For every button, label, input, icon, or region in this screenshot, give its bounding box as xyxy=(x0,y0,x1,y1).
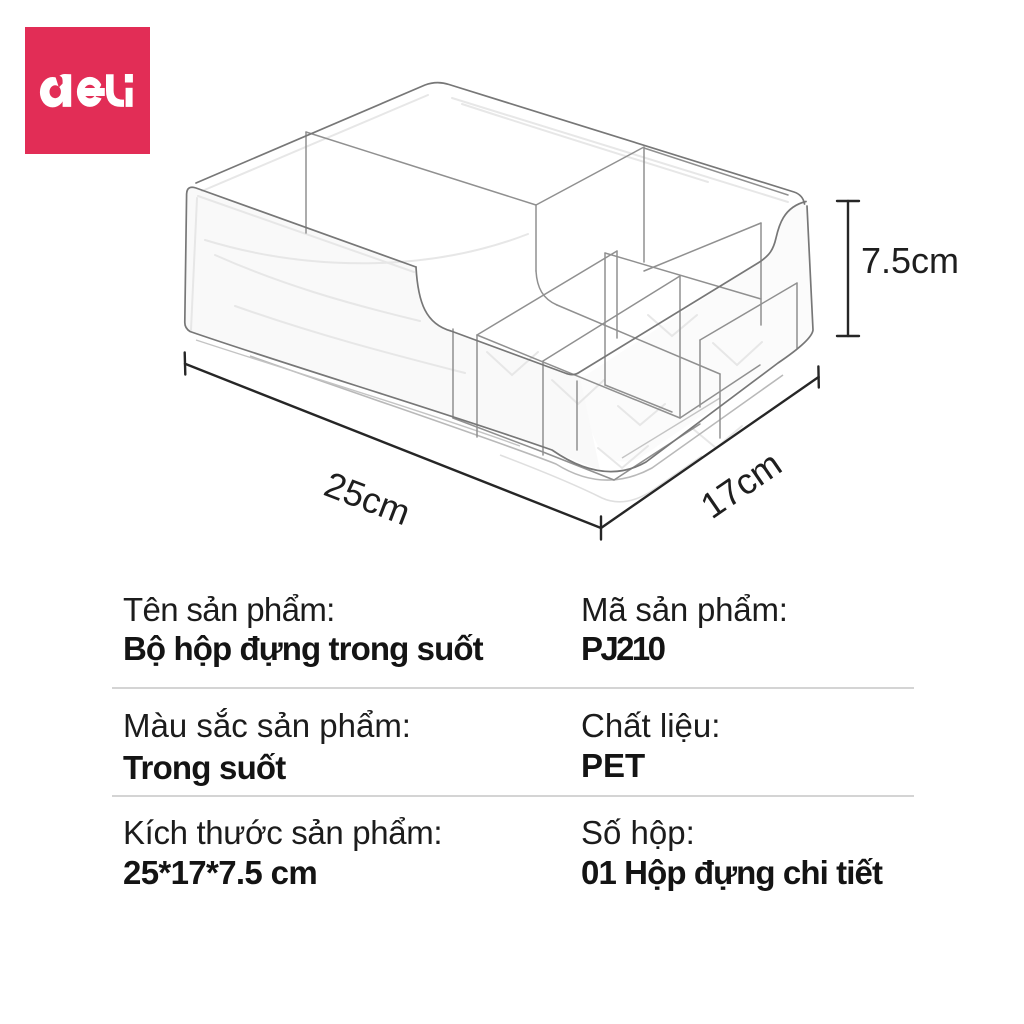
svg-text:25cm: 25cm xyxy=(319,463,416,533)
svg-text:7.5cm: 7.5cm xyxy=(861,240,959,281)
